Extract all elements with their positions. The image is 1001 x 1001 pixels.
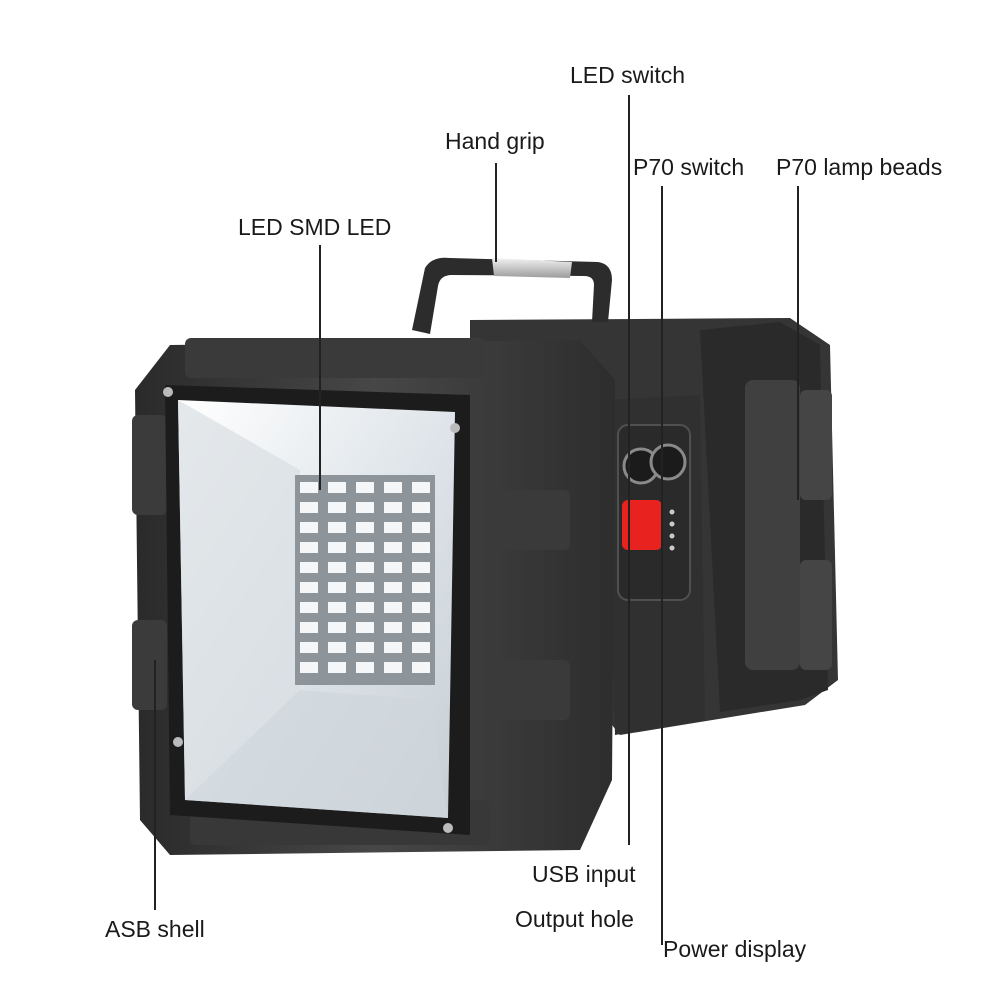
label-asb-shell: ASB shell [105, 916, 205, 942]
power-display-panel [622, 500, 662, 550]
label-output-hole: Output hole [515, 906, 634, 932]
label-power-display: Power display [663, 936, 807, 962]
label-p70-switch: P70 switch [633, 154, 745, 180]
label-hand-grip: Hand grip [445, 128, 545, 154]
label-p70-lamp-beads: P70 lamp beads [776, 154, 943, 180]
p70-switch-button [649, 443, 687, 481]
control-panel [605, 395, 705, 735]
label-usb-input: USB input [532, 861, 636, 887]
leader-lines [154, 95, 799, 945]
label-led-smd-led: LED SMD LED [238, 214, 392, 240]
hand-grip-handle [412, 257, 612, 334]
led-smd-array [295, 475, 435, 685]
label-led-switch: LED switch [570, 62, 686, 88]
